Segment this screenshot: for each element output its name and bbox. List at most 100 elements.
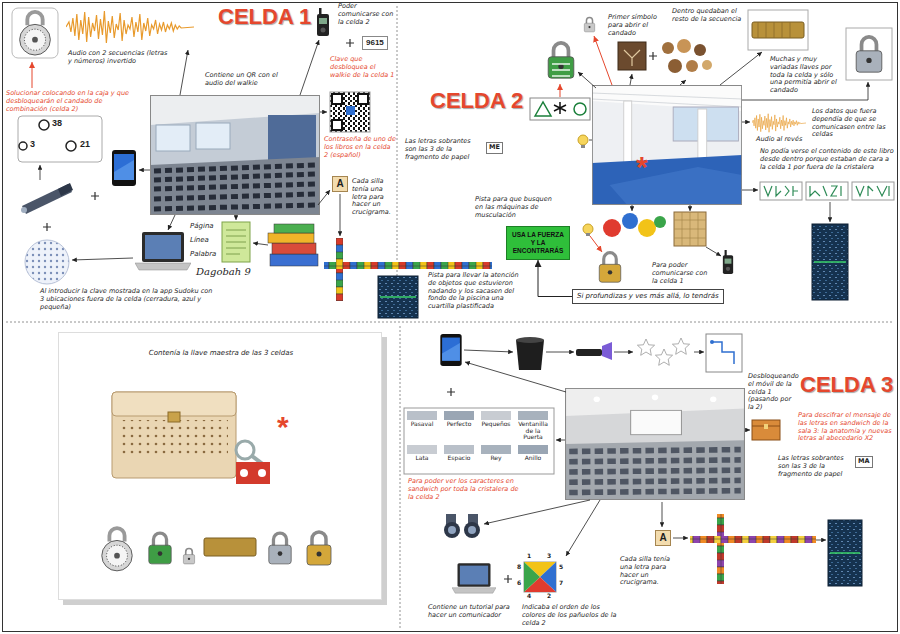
qr-code <box>332 94 342 104</box>
symbol-strip <box>554 102 566 114</box>
leader-line <box>300 40 319 95</box>
crossword <box>324 262 492 269</box>
color-square <box>524 562 556 592</box>
word-table <box>481 411 511 420</box>
separator <box>6 6 894 628</box>
qr-code <box>330 92 370 132</box>
word-table <box>407 411 437 420</box>
bucket <box>516 340 544 370</box>
keys-and-hasp <box>236 441 270 484</box>
password-text: Dagobah 9 <box>196 266 251 277</box>
stars <box>637 338 689 365</box>
symbol-strip <box>574 103 586 115</box>
order-number: 8 <box>517 564 521 570</box>
symbol-strip <box>530 98 590 120</box>
wooden-box <box>112 392 236 478</box>
panel-note: Contenía la llave maestra de las 3 celda… <box>121 349 321 357</box>
code-panel <box>380 296 416 298</box>
table-cell: Pequeños <box>479 421 513 428</box>
order-number: 4 <box>527 593 531 599</box>
leader-line <box>632 205 633 211</box>
wood-cube <box>618 42 646 70</box>
leader-line <box>318 190 330 205</box>
uv-flashlight <box>576 342 612 360</box>
table-cell: Perfecto <box>442 421 476 428</box>
brass-lock <box>748 10 808 50</box>
order-number: 2 <box>547 593 551 599</box>
annotation: Las letras sobrantes son las 3 de la fra… <box>405 138 483 161</box>
classroom-photo <box>150 95 320 215</box>
frame <box>3 3 898 632</box>
qr-code <box>332 120 342 130</box>
annotation: Desbloqueando el móvil de la celda 1 (pa… <box>748 373 796 412</box>
chest <box>764 424 768 429</box>
leader-line <box>662 502 663 527</box>
cell-title: CELDA 1 <box>218 6 311 28</box>
balls <box>603 213 666 237</box>
wooden-pieces <box>686 60 698 72</box>
leader-line <box>589 140 592 141</box>
uv-flashlight <box>602 342 612 360</box>
lock-row <box>269 533 291 564</box>
silver-lock <box>856 37 882 72</box>
panel-card <box>58 332 382 600</box>
annotation: Solucionar colocando en la caja y que de… <box>6 90 136 113</box>
lock-row <box>102 528 132 571</box>
telescope <box>22 184 72 214</box>
book-stack <box>268 233 314 243</box>
rune-strip <box>806 182 848 200</box>
annotation: Primer símbolo para abrir el candado <box>608 14 666 37</box>
walkie-talkie <box>317 8 329 36</box>
annotation: Los datos que fuera dependía de que se c… <box>812 108 896 139</box>
dial-clue <box>39 120 49 130</box>
smartphone <box>440 334 461 366</box>
hint-card: Si profundizas y ves más allá, lo tendrá… <box>572 289 724 304</box>
separator <box>400 326 401 628</box>
audio-wave <box>66 11 194 43</box>
red-arrow <box>32 62 33 88</box>
table-cell: Rey <box>479 455 513 462</box>
green-page <box>222 222 250 262</box>
green-lock <box>548 43 574 78</box>
code-panel <box>812 224 848 300</box>
order-number: 5 <box>559 564 563 570</box>
fragment-letters: MA <box>858 458 870 466</box>
rune-strip <box>810 186 841 196</box>
classroom-photo <box>150 95 320 215</box>
wooden-box <box>168 412 180 422</box>
audio-wave <box>752 114 806 133</box>
annotation: Para poder comunicarse con la celda 1 <box>652 262 714 285</box>
annotation: Cada silla tenía una letra para hacer un… <box>352 178 396 217</box>
word-table <box>481 445 511 454</box>
puzzle-cube <box>674 212 706 246</box>
annotation: Audio al revés <box>756 136 802 144</box>
rune-strip <box>764 186 798 196</box>
route-card <box>712 342 734 364</box>
light-bulb <box>583 224 593 234</box>
leader-line <box>556 440 565 441</box>
red-arrow <box>32 62 33 88</box>
wooden-pieces <box>662 42 674 54</box>
dial-number: 3 <box>30 140 35 150</box>
code-panel <box>378 276 418 318</box>
telescope <box>58 183 73 196</box>
leader-line <box>236 215 237 220</box>
table-cell: Ventanilla de la Puerta <box>516 421 550 441</box>
order-number: 7 <box>559 580 563 586</box>
leader-line <box>464 350 826 556</box>
letter-tile: A <box>332 176 348 192</box>
annotation: Para descifrar el mensaje de las letras … <box>798 412 894 443</box>
leader-line <box>546 352 574 353</box>
chest <box>752 420 780 440</box>
plus-sign <box>346 39 354 47</box>
annotation: No podía verse el contenido de este libr… <box>760 148 896 171</box>
light-bulb <box>581 145 585 148</box>
binoculars <box>464 522 480 538</box>
connector-arrow <box>538 260 572 297</box>
dial-clue <box>18 116 102 162</box>
plus-sign <box>447 388 455 396</box>
combination-lock <box>12 8 58 58</box>
wooden-pieces <box>668 59 682 73</box>
page-word: Línea <box>190 236 209 244</box>
tile-letter: A <box>656 531 670 545</box>
